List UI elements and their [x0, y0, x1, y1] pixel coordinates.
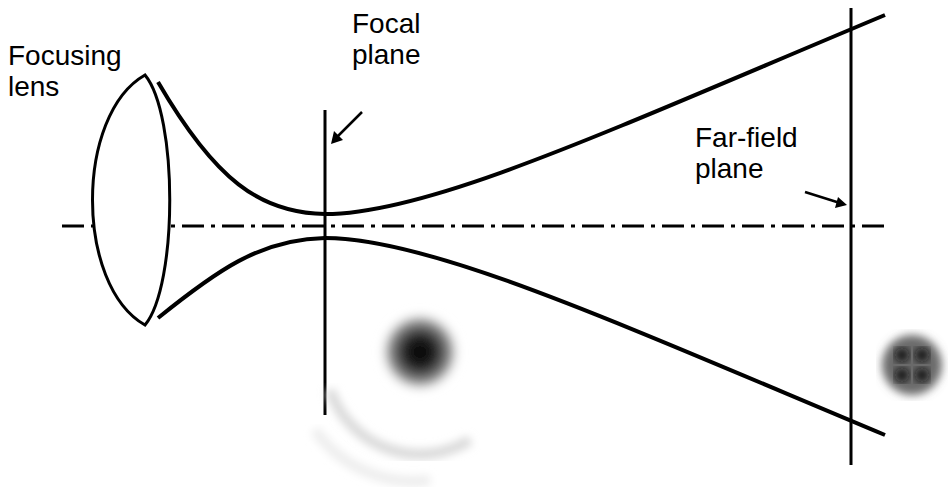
focal-spot: [315, 310, 470, 481]
leader-line: [805, 192, 840, 203]
leader-line: [336, 112, 362, 138]
lens-outline: [93, 75, 170, 325]
far-field-spot: [882, 335, 942, 395]
focal-plane-line: [324, 110, 327, 415]
optical-axis: [62, 225, 890, 228]
arrowhead: [331, 131, 343, 144]
lens-label: Focusing lens: [8, 40, 143, 103]
beam-edge: [158, 238, 885, 435]
plane-label: Focal plane: [352, 8, 462, 71]
far-field-plane-line: [850, 8, 853, 465]
arrowhead: [835, 197, 847, 208]
plane-label: Far-field plane: [695, 122, 835, 185]
beam-edge: [158, 15, 885, 214]
